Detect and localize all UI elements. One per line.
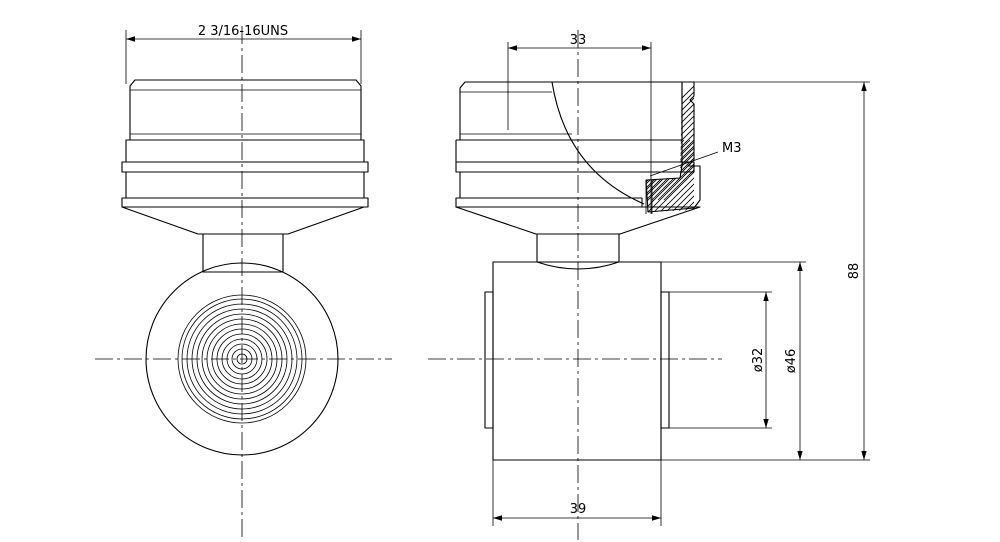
flange-taper — [121, 206, 365, 235]
right-lip — [660, 291, 670, 429]
side-thread-nut — [459, 81, 683, 141]
side-flange-bottom — [455, 197, 643, 208]
nut-collar — [125, 139, 365, 163]
flange-ring-bottom — [121, 197, 369, 208]
side-taper — [455, 206, 701, 235]
outer-diameter-dimension: ø46 — [661, 261, 806, 461]
thread-dimension: 2 3/16-16UNS — [125, 24, 362, 84]
diaphragm-rings — [177, 294, 307, 424]
inner-diameter-dimension: ø32 — [669, 291, 772, 429]
total-height-dimension: 88 — [694, 81, 870, 461]
body-width-label: 39 — [570, 502, 587, 517]
section-arc — [551, 81, 645, 205]
width-top-label: 33 — [570, 33, 587, 48]
outer-diameter-label: ø46 — [784, 349, 799, 374]
width-top-dimension: 33 — [507, 33, 652, 214]
screw-label: M3 — [722, 141, 742, 156]
total-height-label: 88 — [847, 263, 862, 280]
side-body — [492, 261, 662, 461]
diaphragm-housing — [145, 262, 339, 456]
thread-label: 2 3/16-16UNS — [198, 24, 288, 39]
body-width-dimension: 39 — [492, 460, 662, 526]
side-flange-top — [455, 161, 695, 173]
section-hatch — [646, 82, 694, 212]
left-lip — [484, 291, 494, 429]
stem — [202, 233, 284, 273]
side-view: M3 33 39 ø32 — [428, 30, 870, 540]
section-outline — [645, 81, 701, 213]
inner-diameter-label: ø32 — [751, 348, 766, 373]
flange-ring-top — [121, 161, 369, 173]
flange-ring-body — [125, 171, 365, 199]
thread-nut — [129, 79, 362, 141]
front-view: 2 3/16-16UNS — [95, 24, 392, 540]
stem-fillet — [536, 261, 620, 270]
